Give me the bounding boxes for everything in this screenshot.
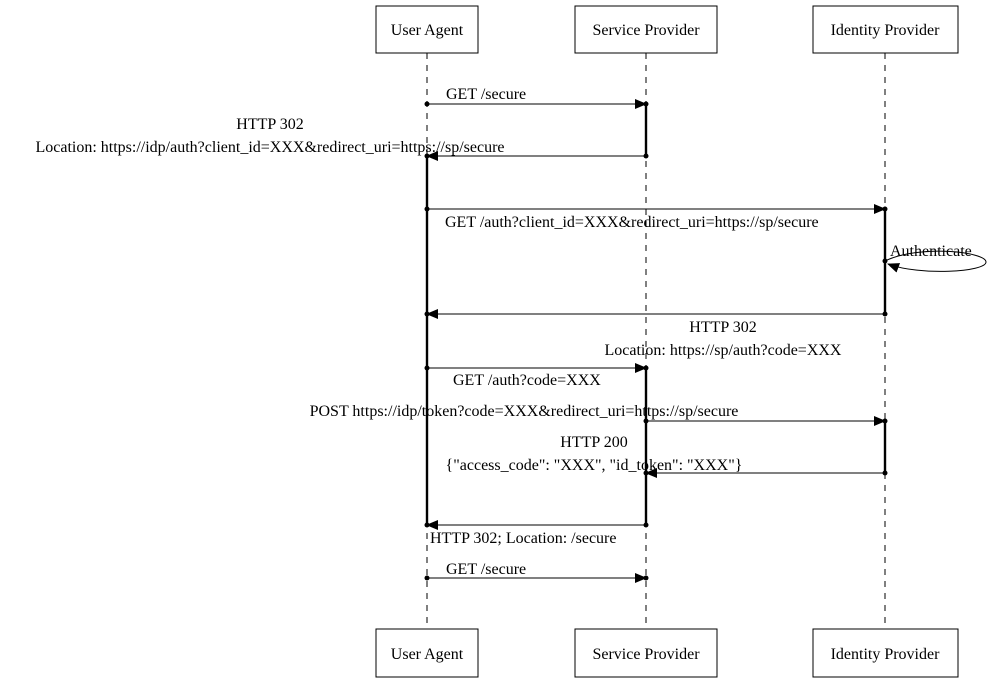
actor-label: User Agent	[391, 22, 464, 39]
message-label-line-1: HTTP 302	[236, 116, 303, 133]
actor-label: Identity Provider	[831, 22, 941, 39]
message-get-secure-1: GET /secure	[424, 86, 649, 109]
message-label: GET /auth?code=XXX	[453, 372, 601, 389]
message-post-token: POST https://idp/token?code=XXX&redirect…	[310, 403, 888, 426]
message-label-line-2: {"access_code": "XXX", "id_token": "XXX"…	[446, 457, 743, 474]
actor-label: Service Provider	[592, 646, 700, 663]
message-label: POST https://idp/token?code=XXX&redirect…	[310, 403, 739, 420]
message-redirect-to-idp: HTTP 302 Location: https://idp/auth?clie…	[35, 116, 649, 161]
message-label: GET /secure	[446, 561, 526, 578]
actor-label: Identity Provider	[831, 646, 941, 663]
message-label-line-1: HTTP 302	[689, 319, 756, 336]
message-label: GET /secure	[446, 86, 526, 103]
message-get-auth-idp: GET /auth?client_id=XXX&redirect_uri=htt…	[424, 204, 888, 231]
message-label-line-1: HTTP 200	[560, 434, 627, 451]
message-label-line-2: Location: https://sp/auth?code=XXX	[605, 342, 842, 359]
message-redirect-to-secure: HTTP 302; Location: /secure	[424, 520, 649, 547]
actor-identity-provider-top: Identity Provider	[812, 5, 959, 54]
actor-service-provider-top: Service Provider	[574, 5, 718, 54]
message-redirect-to-sp: HTTP 302 Location: https://sp/auth?code=…	[424, 309, 888, 359]
message-token-response: HTTP 200 {"access_code": "XXX", "id_toke…	[446, 434, 888, 478]
message-get-auth-code: GET /auth?code=XXX	[424, 363, 649, 389]
message-label: HTTP 302; Location: /secure	[430, 530, 616, 547]
actor-label: Service Provider	[592, 22, 700, 39]
actor-service-provider-bottom: Service Provider	[574, 628, 718, 678]
actor-user-agent-bottom: User Agent	[375, 628, 479, 678]
message-get-secure-2: GET /secure	[424, 561, 649, 583]
message-label-line-2: Location: https://idp/auth?client_id=XXX…	[35, 139, 504, 156]
message-label: GET /auth?client_id=XXX&redirect_uri=htt…	[445, 214, 819, 231]
message-label: Authenticate	[890, 243, 972, 260]
message-authenticate: Authenticate	[882, 243, 987, 273]
actor-label: User Agent	[391, 646, 464, 663]
actor-identity-provider-bottom: Identity Provider	[812, 628, 959, 678]
actor-user-agent-top: User Agent	[375, 5, 479, 54]
